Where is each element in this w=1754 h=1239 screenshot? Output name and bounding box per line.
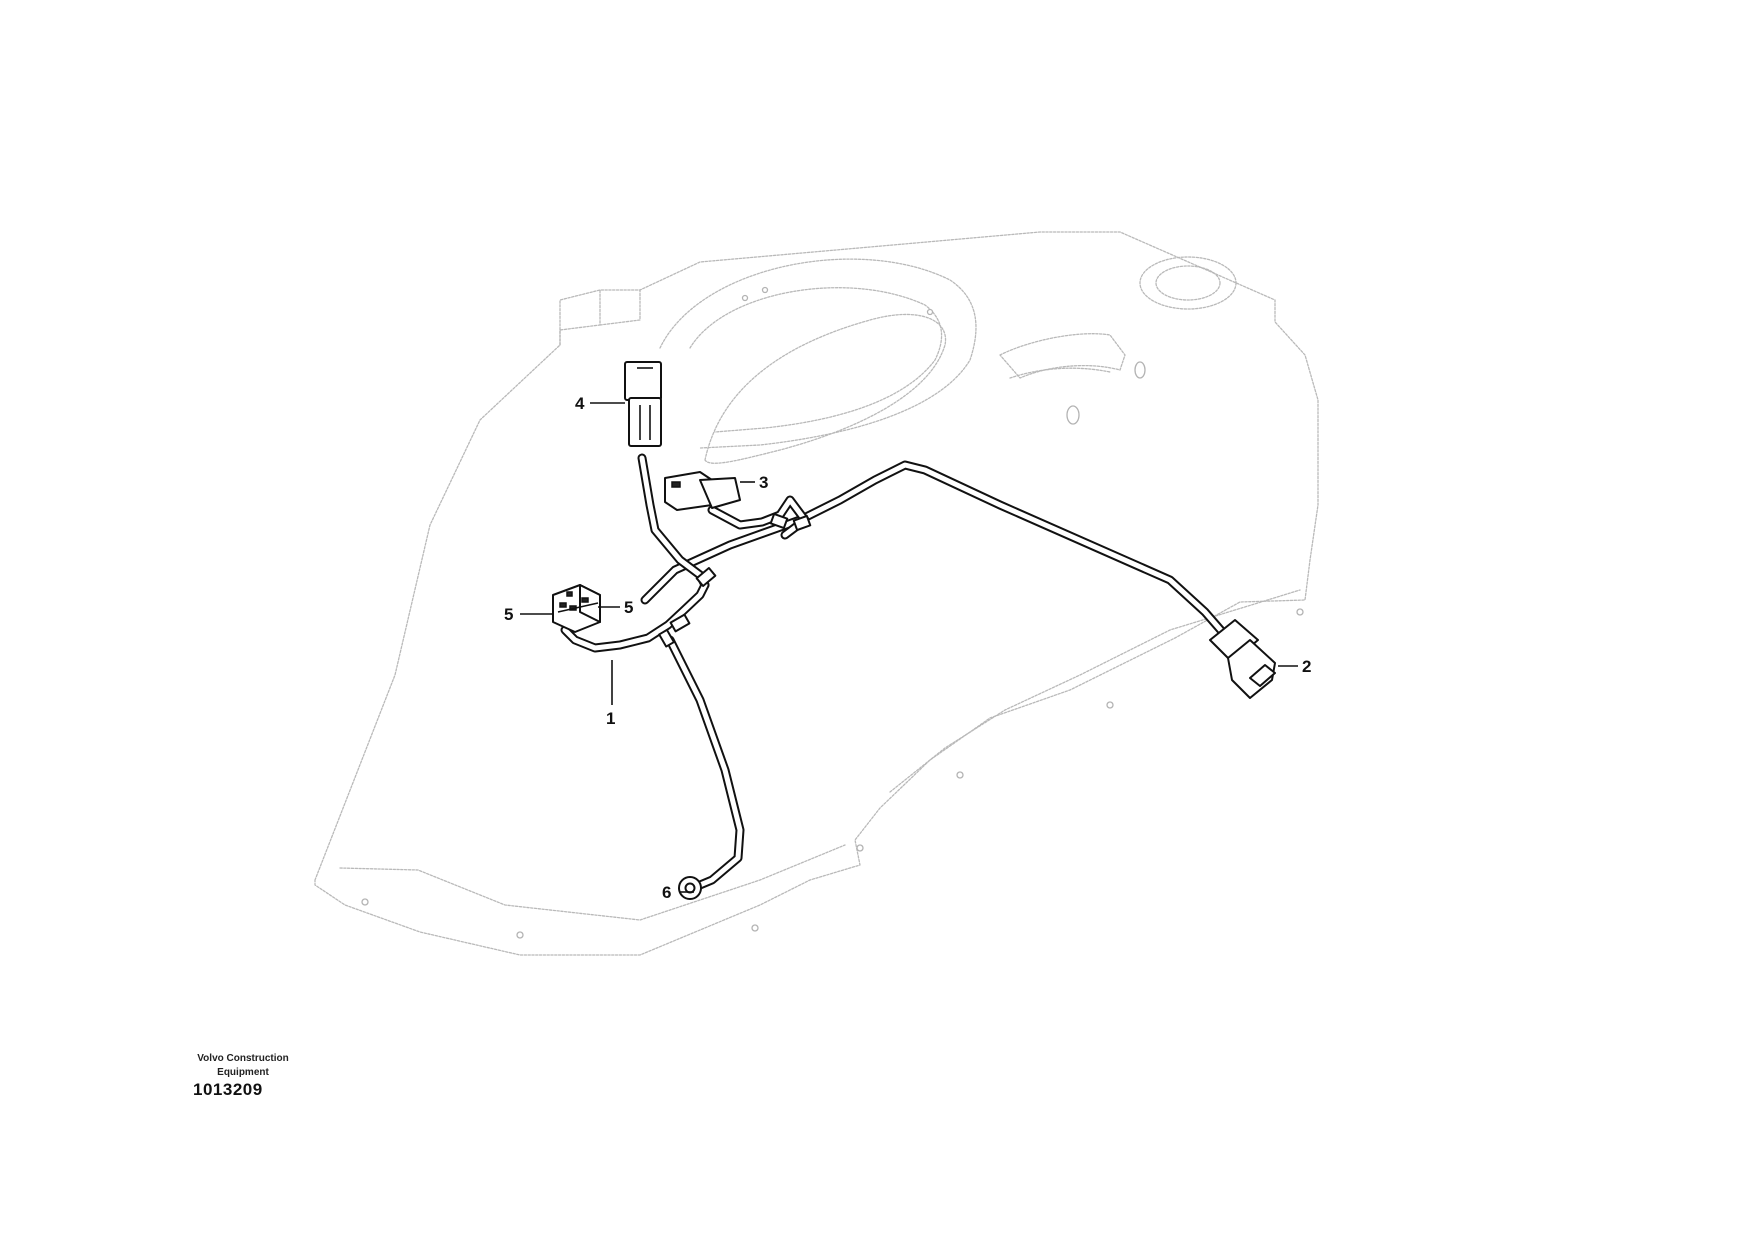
housing-outline xyxy=(314,231,1319,956)
callout-labels: 4 3 5 5 1 2 6 xyxy=(504,394,1311,902)
callout-leaders xyxy=(520,402,1298,893)
connector-right xyxy=(1209,619,1276,699)
callout-2: 2 xyxy=(1302,657,1311,676)
brand-line-1: Volvo Construction xyxy=(197,1053,289,1064)
brand-line-2: Equipment xyxy=(217,1067,269,1078)
callout-5-right: 5 xyxy=(624,598,633,617)
brand-caption: Volvo Construction Equipment xyxy=(183,1052,303,1080)
harness-cables xyxy=(560,453,1230,890)
connector-top xyxy=(624,361,662,447)
callout-1: 1 xyxy=(606,709,615,728)
callout-4: 4 xyxy=(575,394,585,413)
relay-holder xyxy=(552,584,601,633)
callout-3: 3 xyxy=(759,473,768,492)
connector-small xyxy=(664,471,741,511)
ground-eyelet xyxy=(678,876,702,900)
callout-6: 6 xyxy=(662,883,671,902)
drawing-number: 1013209 xyxy=(193,1080,263,1099)
callout-5-left: 5 xyxy=(504,605,513,624)
